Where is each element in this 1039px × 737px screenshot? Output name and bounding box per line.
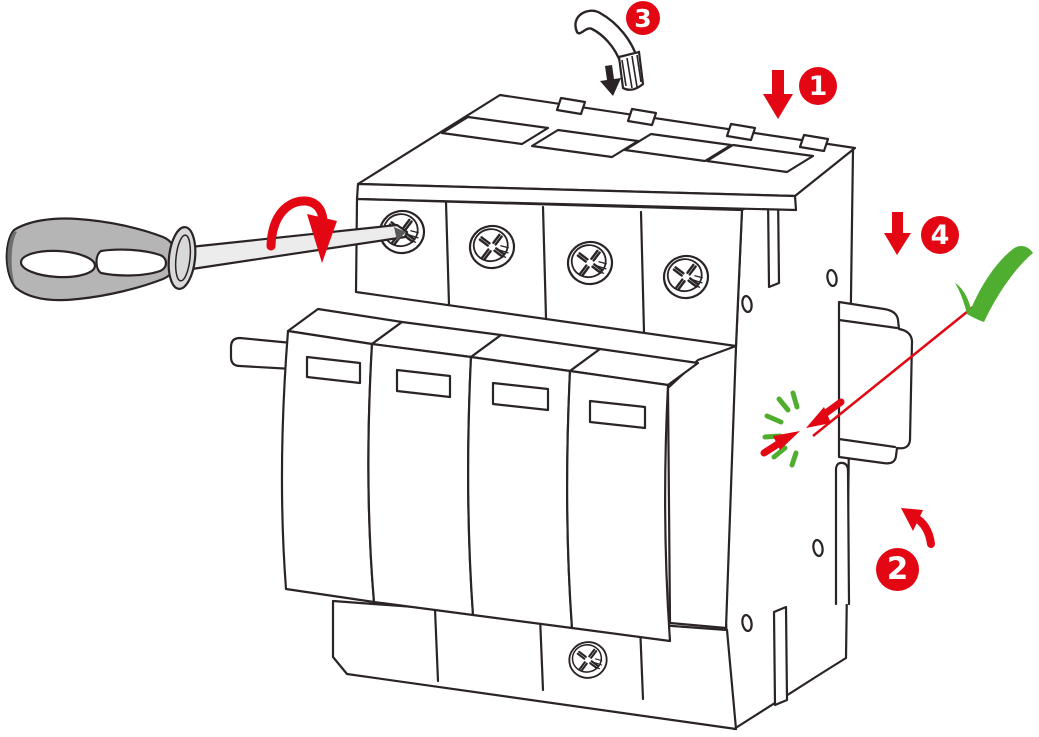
handle-cutout (95, 248, 168, 277)
terminal-block (354, 93, 857, 348)
module-window (305, 355, 362, 385)
curved-rotate-arrow-icon (901, 508, 935, 548)
rotate-arrow-icon (266, 196, 337, 263)
side-hole (812, 538, 824, 558)
divider-line (541, 205, 548, 320)
module-window (491, 381, 550, 412)
terminal-block-bevel (355, 182, 798, 212)
module-window (395, 368, 452, 399)
body-front-right (666, 344, 738, 630)
side-hole (741, 294, 753, 314)
top-notch (626, 107, 658, 127)
side-hole (826, 268, 838, 288)
terminal-opening (705, 143, 815, 174)
step-badge-1: 1 (799, 67, 837, 105)
side-slot (772, 605, 789, 707)
checkmark-icon (955, 246, 1033, 322)
module-window (588, 399, 647, 430)
top-notch (798, 133, 830, 153)
step-badge-2: 2 (876, 548, 919, 591)
handle-shadow (7, 231, 17, 287)
protection-module (566, 369, 672, 643)
divider-line (433, 607, 440, 683)
step-number: 3 (634, 3, 652, 33)
step-number: 2 (886, 551, 909, 587)
snap-indicator-icon (760, 390, 845, 468)
step-number: 1 (808, 70, 828, 102)
down-arrow-icon (763, 70, 793, 119)
protection-modules (280, 307, 700, 643)
divider-line (538, 615, 545, 692)
screwdriver-tip (394, 227, 406, 241)
top-notch (555, 96, 587, 116)
handle-cutout (19, 249, 97, 279)
screwdriver (5, 217, 409, 302)
insert-arrow-icon (600, 65, 621, 96)
ferrule-ring (174, 234, 192, 282)
down-arrow-icon (884, 212, 911, 255)
side-hole (741, 613, 753, 633)
step-number: 4 (930, 219, 950, 251)
divider-line (639, 210, 646, 334)
top-notch (725, 122, 757, 142)
annotations (266, 9, 1033, 548)
cable-lug-icon (574, 9, 645, 91)
step-badge-4: 4 (921, 216, 959, 254)
rail-clip (834, 461, 851, 606)
din-rail (834, 300, 914, 606)
pointer-line (812, 294, 989, 437)
din-rail-left-end (229, 336, 295, 371)
divider-line (444, 200, 451, 307)
step-badge-3: 3 (626, 1, 660, 35)
terminal-opening (440, 115, 550, 146)
